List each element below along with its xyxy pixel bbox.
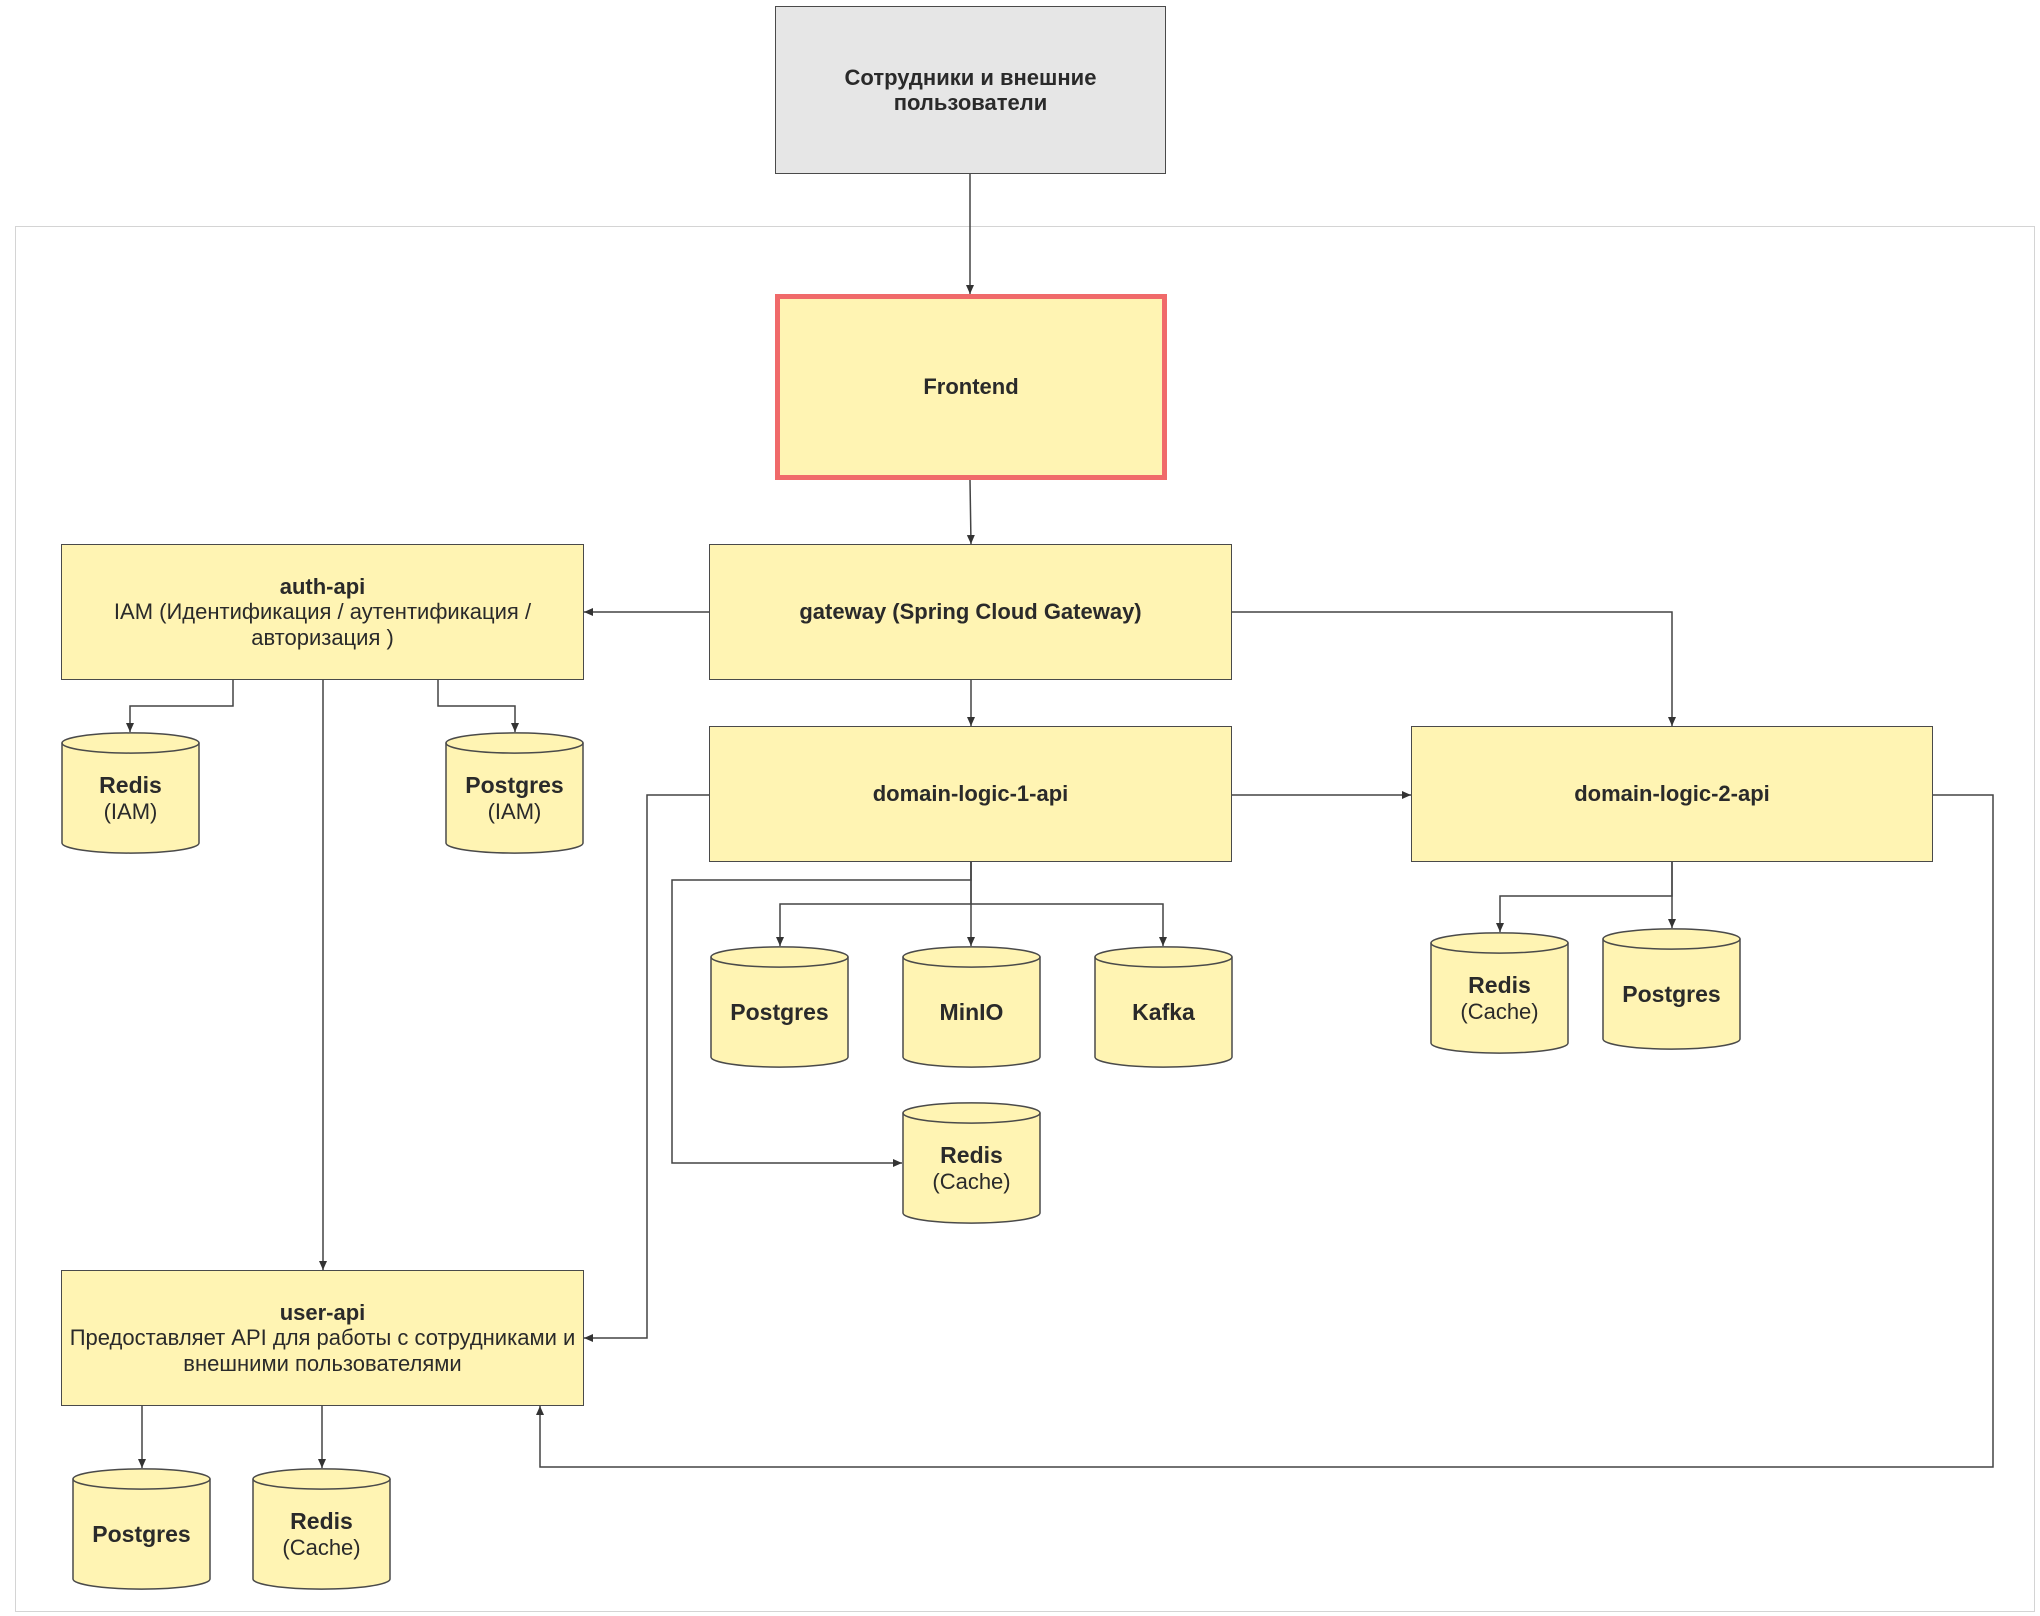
auth-api-node[interactable]: auth-api IAM (Идентификация / аутентифик… bbox=[61, 544, 584, 680]
gateway-title: gateway (Spring Cloud Gateway) bbox=[799, 599, 1142, 625]
d1-redis-sub: (Cache) bbox=[932, 1168, 1011, 1194]
auth-redis-sub: (IAM) bbox=[103, 798, 158, 824]
system-boundary bbox=[15, 226, 2035, 1612]
edge-auth-redis bbox=[126, 680, 234, 732]
edge-domain1-user bbox=[584, 794, 709, 1342]
d1-kafka-name: Kafka bbox=[1132, 998, 1195, 1025]
d2-postgres-name: Postgres bbox=[1622, 980, 1721, 1007]
user-redis-name: Redis bbox=[290, 1508, 353, 1535]
auth-api-title: auth-api bbox=[279, 574, 366, 600]
auth-redis-name: Redis bbox=[99, 772, 162, 799]
auth-redis-db[interactable]: Redis(IAM) bbox=[61, 732, 200, 854]
frontend-node[interactable]: Frontend bbox=[775, 294, 1167, 480]
domain-logic-1-title: domain-logic-1-api bbox=[872, 781, 1069, 807]
d2-redis-name: Redis bbox=[1468, 972, 1531, 999]
edge-gateway-domain2 bbox=[1232, 611, 1676, 726]
user-redis-db[interactable]: Redis(Cache) bbox=[252, 1468, 391, 1590]
d1-minio-name: MinIO bbox=[939, 998, 1004, 1025]
edge-domain2-user bbox=[536, 794, 1994, 1468]
d1-redis-name: Redis bbox=[940, 1142, 1003, 1169]
auth-postgres-name: Postgres bbox=[465, 772, 564, 799]
domain-logic-1-node[interactable]: domain-logic-1-api bbox=[709, 726, 1232, 862]
edge-domain2-redis bbox=[1496, 862, 1673, 932]
gateway-node[interactable]: gateway (Spring Cloud Gateway) bbox=[709, 544, 1232, 680]
actor-node[interactable]: Сотрудники и внешние пользователи bbox=[775, 6, 1166, 174]
d1-minio-db[interactable]: MinIO bbox=[902, 946, 1041, 1068]
actor-title: Сотрудники и внешние пользователи bbox=[844, 64, 1097, 115]
auth-postgres-sub: (IAM) bbox=[487, 798, 542, 824]
d1-kafka-db[interactable]: Kafka bbox=[1094, 946, 1233, 1068]
d2-redis-sub: (Cache) bbox=[1460, 998, 1539, 1024]
edge-domain1-redis bbox=[671, 862, 972, 1167]
auth-api-desc: IAM (Идентификация / аутентификация / ав… bbox=[113, 599, 532, 650]
d2-postgres-db[interactable]: Postgres bbox=[1602, 928, 1741, 1050]
d2-redis-db[interactable]: Redis(Cache) bbox=[1430, 932, 1569, 1054]
d1-redis-db[interactable]: Redis(Cache) bbox=[902, 1102, 1041, 1224]
d1-postgres-name: Postgres bbox=[730, 998, 829, 1025]
user-postgres-db[interactable]: Postgres bbox=[72, 1468, 211, 1590]
user-api-desc: Предоставляет API для работы с сотрудник… bbox=[69, 1325, 576, 1376]
domain-logic-2-title: domain-logic-2-api bbox=[1574, 781, 1770, 807]
auth-postgres-db[interactable]: Postgres(IAM) bbox=[445, 732, 584, 854]
user-api-title: user-api bbox=[279, 1300, 366, 1326]
d1-postgres-db[interactable]: Postgres bbox=[710, 946, 849, 1068]
edge-domain1-postgres bbox=[776, 862, 972, 946]
edge-auth-postgres bbox=[437, 680, 519, 732]
edge-domain1-kafka bbox=[971, 903, 1167, 946]
frontend-title: Frontend bbox=[923, 374, 1019, 400]
edge-frontend-gateway bbox=[966, 479, 975, 545]
user-redis-sub: (Cache) bbox=[282, 1534, 361, 1560]
domain-logic-2-node[interactable]: domain-logic-2-api bbox=[1411, 726, 1933, 862]
user-postgres-name: Postgres bbox=[92, 1520, 191, 1547]
user-api-node[interactable]: user-api Предоставляет API для работы с … bbox=[61, 1270, 584, 1406]
